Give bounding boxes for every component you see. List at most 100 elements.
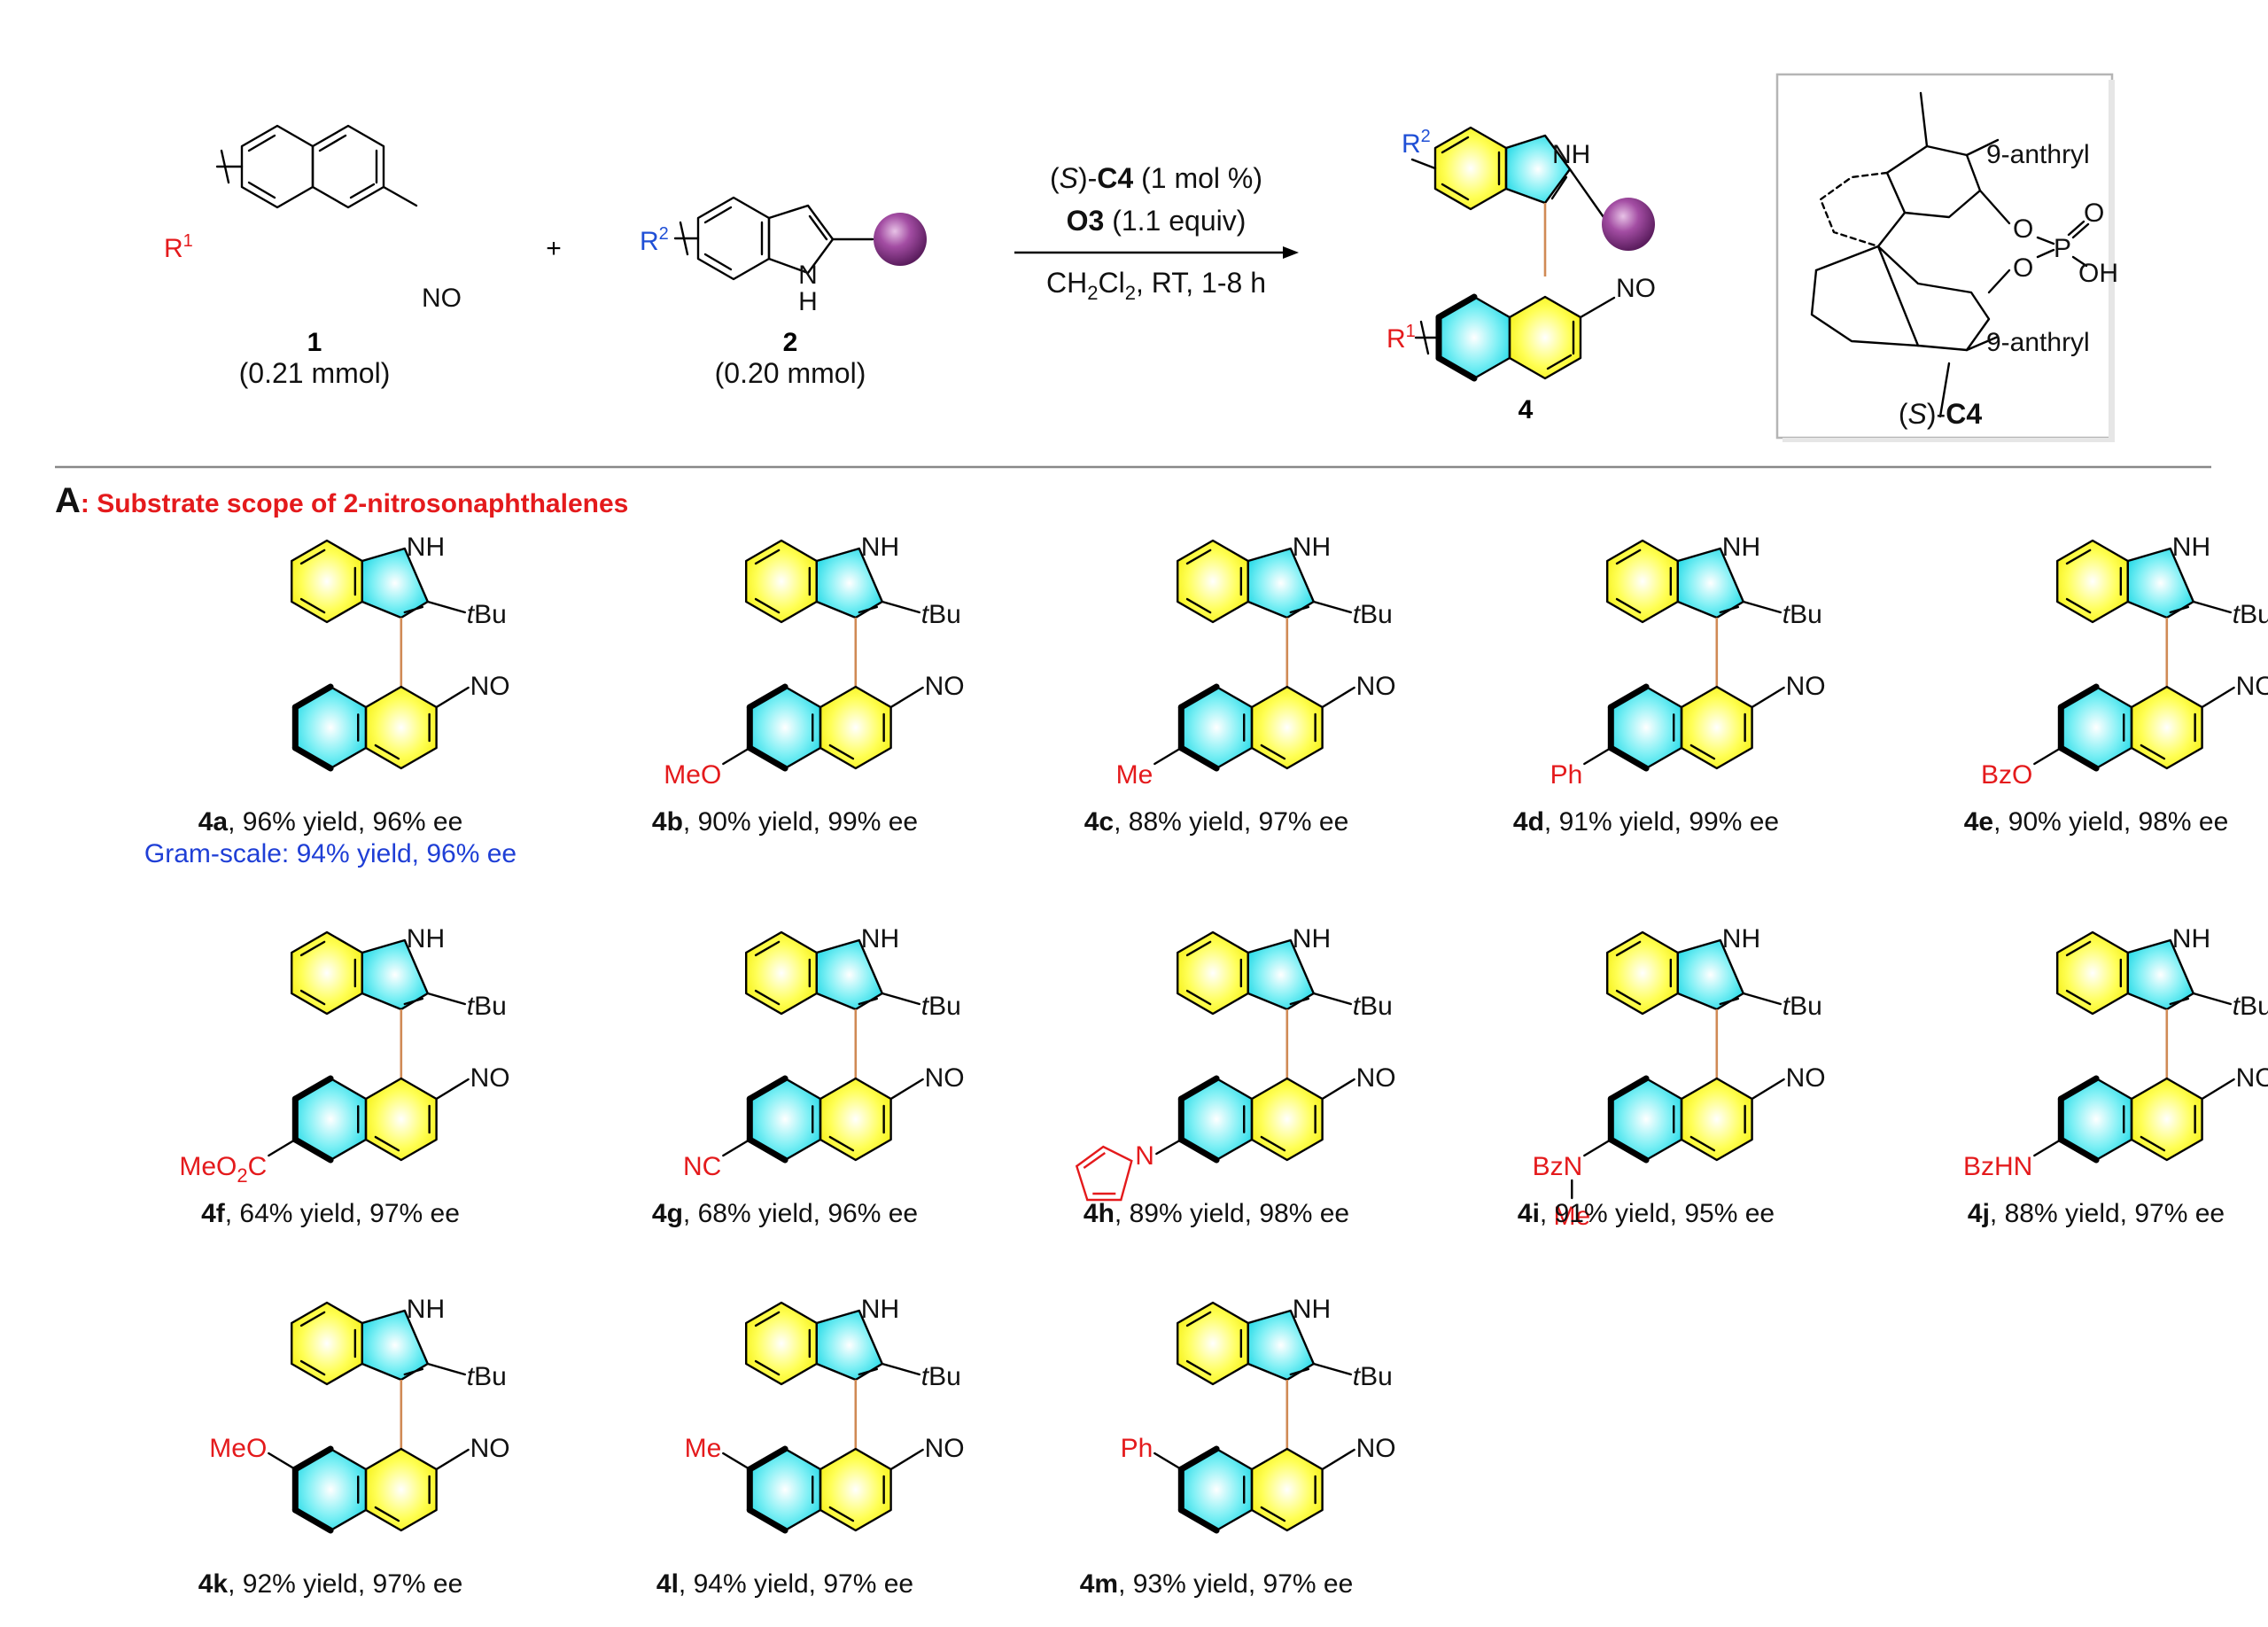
- product-4-ball: [1602, 198, 1655, 251]
- compound-caption: 4l, 94% yield, 97% ee: [656, 1569, 913, 1599]
- catalyst-oh: OH: [2078, 259, 2118, 288]
- compound-caption: 4b, 90% yield, 99% ee: [652, 807, 918, 837]
- plus-sign: +: [546, 234, 562, 263]
- no-label: NO: [1356, 1434, 1396, 1463]
- no-label: NO: [2236, 672, 2268, 701]
- reactant-2-ball: [874, 213, 927, 266]
- tbu-label: tBu: [1353, 600, 1393, 629]
- reactant-2-h: H: [798, 287, 818, 316]
- tbu-label: tBu: [1783, 992, 1822, 1021]
- nh-label: NH: [861, 533, 899, 562]
- nh-label: NH: [1722, 924, 1760, 954]
- substituent-methyl: Me: [1553, 1202, 1590, 1231]
- solvent-condition: CH2Cl2, RT, 1-8 h: [1046, 267, 1266, 304]
- tbu-label: tBu: [921, 1362, 961, 1391]
- catalyst-box: [1775, 73, 2115, 442]
- nh-label: NH: [407, 533, 445, 562]
- product-4-number: 4: [1518, 395, 1534, 424]
- compound-caption: 4a, 96% yield, 96% ee: [198, 807, 463, 837]
- reactant-1-amount: (0.21 mmol): [239, 357, 391, 389]
- no-label: NO: [2236, 1063, 2268, 1093]
- substituent-label: BzHN: [1963, 1152, 2032, 1181]
- tbu-label: tBu: [467, 1362, 507, 1391]
- reactant-2-r-label: R2: [640, 224, 669, 256]
- compound-caption: 4g, 68% yield, 96% ee: [652, 1199, 918, 1228]
- catalyst-o-double: O: [2084, 199, 2104, 228]
- no-label: NO: [470, 1434, 510, 1463]
- catalyst-aryl-top: 9-anthryl: [1986, 140, 2090, 169]
- catalyst-condition: (S)-C4 (1 mol %): [1050, 162, 1262, 194]
- substituent-label: MeO2C: [179, 1152, 267, 1187]
- reactant-1-number: 1: [307, 328, 322, 357]
- substituent-label: N: [1135, 1141, 1154, 1171]
- tbu-label: tBu: [2233, 600, 2268, 629]
- compound-caption: 4f, 64% yield, 97% ee: [201, 1199, 460, 1228]
- no-label: NO: [925, 1434, 965, 1463]
- compound-caption: 4j, 88% yield, 97% ee: [1968, 1199, 2225, 1228]
- no-label: NO: [1356, 1063, 1396, 1093]
- tbu-label: tBu: [1353, 992, 1393, 1021]
- no-label: NO: [1356, 672, 1396, 701]
- product-4-no: NO: [1616, 274, 1656, 303]
- substituent-label: MeO: [209, 1434, 267, 1463]
- nh-label: NH: [1722, 533, 1760, 562]
- no-label: NO: [1786, 672, 1826, 701]
- nh-label: NH: [407, 924, 445, 954]
- compound-caption: 4i, 91% yield, 95% ee: [1518, 1199, 1775, 1228]
- compound-caption: 4m, 93% yield, 97% ee: [1080, 1569, 1354, 1599]
- reactant-1-r-label: R1: [164, 231, 193, 263]
- pyrrole-ring: [1075, 1145, 1133, 1202]
- no-label: NO: [470, 1063, 510, 1093]
- nh-label: NH: [2172, 924, 2210, 954]
- gram-scale-note: Gram-scale: 94% yield, 96% ee: [144, 839, 517, 868]
- catalyst-p: P: [2054, 234, 2071, 263]
- product-4-structure: [1410, 126, 1616, 382]
- reactant-2-number: 2: [783, 328, 798, 357]
- pyrrole-double-bond: [1083, 1152, 1106, 1169]
- reactant-2-n: N: [798, 261, 818, 290]
- substituent-label: BzN: [1533, 1152, 1583, 1181]
- nh-label: NH: [1293, 924, 1331, 954]
- tbu-label: tBu: [921, 600, 961, 629]
- catalyst-caption: (S)-C4: [1899, 398, 1982, 430]
- section-heading: A: Substrate scope of 2-nitrosonaphthale…: [55, 481, 628, 520]
- tbu-label: tBu: [467, 600, 507, 629]
- substituent-label: NC: [683, 1152, 721, 1181]
- no-label: NO: [925, 1063, 965, 1093]
- compound-caption: 4e, 90% yield, 98% ee: [1964, 807, 2229, 837]
- nh-label: NH: [1293, 533, 1331, 562]
- product-4-nh: NH: [1552, 140, 1590, 169]
- no-label: NO: [1786, 1063, 1826, 1093]
- nh-label: NH: [2172, 533, 2210, 562]
- oxidant-condition: O3 (1.1 equiv): [1067, 205, 1247, 237]
- compound-caption: 4k, 92% yield, 97% ee: [198, 1569, 463, 1599]
- reactant-1-no-group: NO: [422, 284, 462, 313]
- substituent-label: Me: [1116, 760, 1153, 790]
- substituent-label: Ph: [1121, 1434, 1153, 1463]
- reaction-arrow-head: [1283, 246, 1299, 259]
- nh-label: NH: [1293, 1295, 1331, 1324]
- nh-label: NH: [861, 924, 899, 954]
- compound-caption: 4h, 89% yield, 98% ee: [1084, 1199, 1349, 1228]
- nh-label: NH: [407, 1295, 445, 1324]
- catalyst-aryl-bottom: 9-anthryl: [1986, 328, 2090, 357]
- compound-caption: 4c, 88% yield, 97% ee: [1084, 807, 1349, 837]
- catalyst-o-bottom: O: [2013, 253, 2033, 283]
- catalyst-o-top: O: [2013, 214, 2033, 244]
- reactant-1-structure: [215, 124, 418, 209]
- substituent-label: MeO: [664, 760, 721, 790]
- compound-caption: 4d, 91% yield, 99% ee: [1513, 807, 1779, 837]
- no-label: NO: [470, 672, 510, 701]
- product-4-r1-label: R1: [1386, 322, 1416, 354]
